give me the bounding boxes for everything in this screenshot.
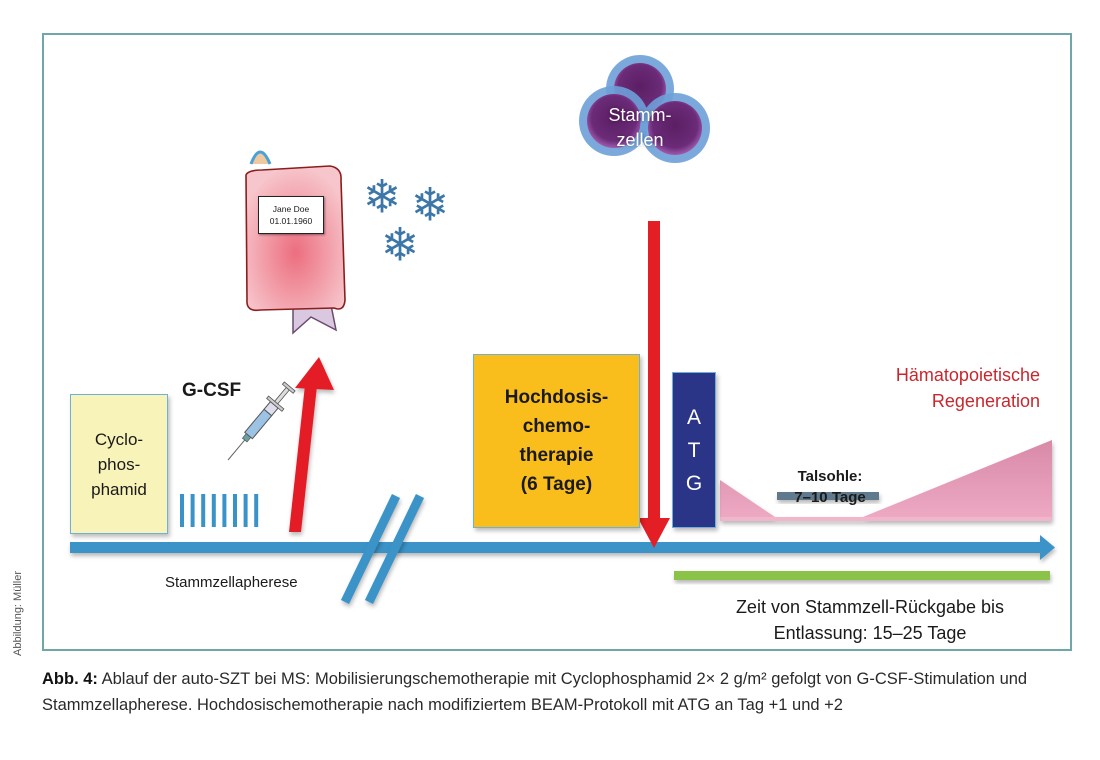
regeneration-curve bbox=[720, 440, 1052, 521]
figure-caption: Abb. 4: Ablauf der auto-SZT bei MS: Mobi… bbox=[42, 666, 1082, 718]
stem-cells-line: zellen bbox=[616, 130, 664, 150]
atg-letter: G bbox=[685, 471, 703, 495]
gcsf-injection-tick bbox=[180, 494, 184, 527]
apheresis-label: Stammzellapherese bbox=[165, 574, 298, 591]
high-dose-line: (6 Tage) bbox=[520, 474, 593, 495]
regeneration-label: Hämatopoietische Regeneration bbox=[850, 362, 1040, 414]
nadir-line: 7–10 Tage bbox=[794, 489, 866, 506]
snowflakes: ❄❄❄ bbox=[363, 170, 450, 272]
gcsf-injection-ticks bbox=[180, 494, 259, 527]
high-dose-line: Hochdosis- bbox=[504, 387, 609, 408]
image-credit: Abbildung: Müller bbox=[12, 571, 24, 656]
gcsf-label: G-CSF bbox=[182, 380, 242, 401]
cyclophosphamid-line: Cyclo- bbox=[94, 429, 144, 449]
high-dose-line: chemo- bbox=[522, 416, 591, 437]
gcsf-injection-tick bbox=[254, 494, 259, 527]
gcsf-injection-tick bbox=[222, 494, 227, 527]
gcsf-injection-tick bbox=[243, 494, 248, 527]
blood-bag-icon bbox=[245, 150, 346, 335]
patient-birthdate: 01.01.1960 bbox=[269, 216, 313, 226]
syringe-icon bbox=[227, 381, 296, 461]
stem-cell-return-arrow bbox=[638, 221, 670, 548]
stem-cells-label: Stamm- zellen bbox=[580, 103, 700, 153]
timeline-break-marks bbox=[340, 494, 425, 604]
patient-name: Jane Doe bbox=[272, 204, 310, 214]
atg-letter: T bbox=[687, 438, 701, 462]
cyclophosphamid-line: phamid bbox=[91, 479, 147, 499]
gcsf-injection-tick bbox=[211, 494, 216, 527]
high-dose-chemotherapy-box: Hochdosis- chemo- therapie (6 Tage) bbox=[473, 354, 640, 528]
discharge-period-label: Zeit von Stammzell-Rückgabe bis Entlassu… bbox=[690, 594, 1050, 646]
discharge-line: Zeit von Stammzell-Rückgabe bis bbox=[735, 597, 1005, 617]
apheresis-arrow-up bbox=[289, 357, 334, 532]
regeneration-line: Hämatopoietische bbox=[895, 365, 1040, 385]
stem-cells-line: Stamm- bbox=[608, 105, 672, 125]
timeline-arrow bbox=[70, 535, 1055, 560]
nadir-bar bbox=[777, 492, 879, 500]
regeneration-line: Regeneration bbox=[931, 391, 1040, 411]
gcsf-injection-tick bbox=[201, 494, 206, 527]
high-dose-line: therapie bbox=[519, 445, 594, 466]
snowflake-icon: ❄ bbox=[363, 170, 402, 224]
atg-letter: A bbox=[686, 405, 701, 429]
cyclophosphamid-line: phos- bbox=[97, 454, 141, 474]
nadir-label: Talsohle: 7–10 Tage bbox=[760, 466, 900, 508]
discharge-line: Entlassung: 15–25 Tage bbox=[773, 623, 967, 643]
nadir-line: Talsohle: bbox=[797, 468, 863, 485]
stem-cells-icon bbox=[579, 55, 710, 163]
atg-box: A T G bbox=[672, 372, 716, 528]
blood-bag-label: Jane Doe 01.01.1960 bbox=[258, 196, 324, 234]
caption-text: Ablauf der auto-SZT bei MS: Mobilisierun… bbox=[42, 670, 1028, 714]
gcsf-injection-tick bbox=[190, 494, 195, 527]
caption-label: Abb. 4: bbox=[42, 670, 98, 688]
discharge-period-bar bbox=[674, 571, 1050, 580]
cyclophosphamid-box: Cyclo- phos- phamid bbox=[70, 394, 168, 534]
snowflake-icon: ❄ bbox=[411, 178, 450, 232]
snowflake-icon: ❄ bbox=[381, 218, 420, 272]
gcsf-injection-tick bbox=[233, 494, 237, 527]
